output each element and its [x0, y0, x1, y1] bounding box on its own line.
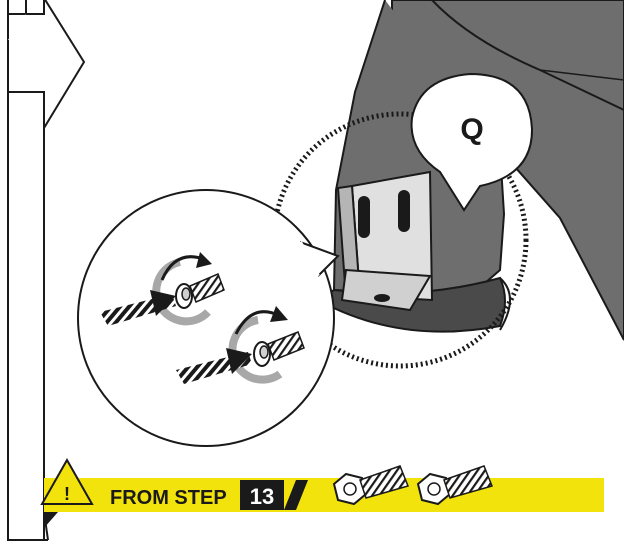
step-number: 13 — [250, 484, 274, 509]
bracket-slot-left — [358, 196, 370, 238]
next-page-arrow-icon — [8, 0, 84, 128]
banner-label: FROM STEP — [110, 487, 227, 509]
bracket-slot-right — [398, 190, 410, 232]
magnified-detail — [78, 190, 338, 446]
callout-letter: Q — [460, 113, 483, 146]
mounting-bracket — [338, 172, 432, 310]
warning-symbol: ! — [64, 484, 70, 504]
